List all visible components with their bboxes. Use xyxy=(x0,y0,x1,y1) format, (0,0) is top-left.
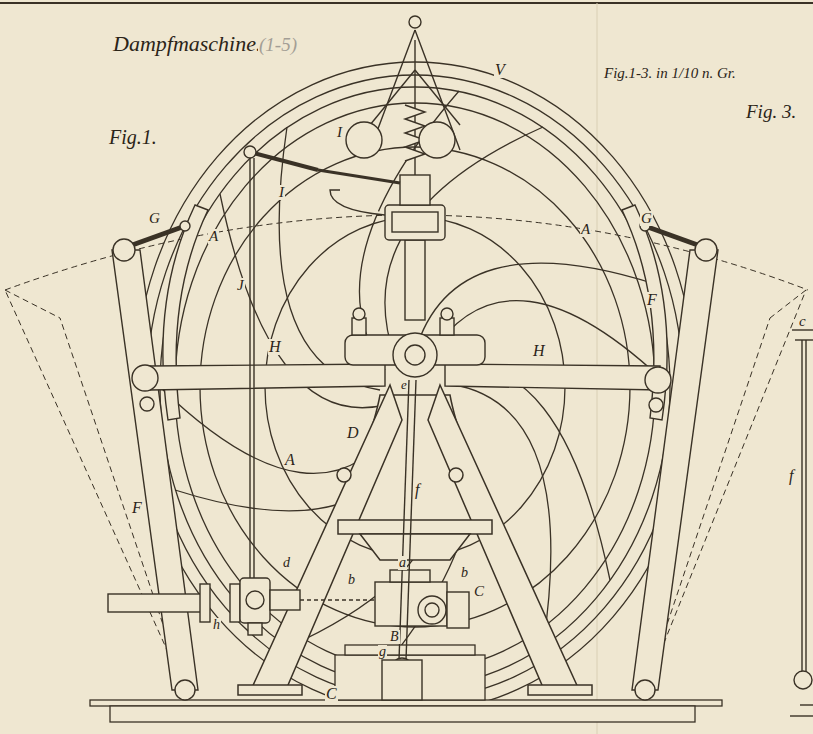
part-letter: V xyxy=(494,62,506,78)
part-letter: D xyxy=(346,425,360,441)
part-letter: b xyxy=(460,566,469,580)
drawing-title: Dampfmaschine. xyxy=(112,33,262,55)
part-letter: g xyxy=(378,645,387,659)
part-letter: d xyxy=(282,556,291,570)
part-letter: G xyxy=(640,211,653,226)
figure-label: Fig. 3. xyxy=(745,102,797,121)
part-letter: b xyxy=(347,573,356,587)
part-letter: C xyxy=(325,686,338,702)
part-letter: I xyxy=(278,185,285,200)
part-letter: J xyxy=(236,278,245,293)
part-letter: F xyxy=(131,500,143,516)
part-letter: I xyxy=(336,125,343,140)
figure-label: Fig.1. xyxy=(108,127,158,147)
part-letter: c xyxy=(798,314,807,329)
part-letter: B xyxy=(389,630,400,644)
part-letter: f xyxy=(414,482,420,498)
part-letter: F xyxy=(646,292,658,308)
sheet-number: (1-5) xyxy=(258,35,298,54)
scale-note: Fig.1-3. in 1/10 n. Gr. xyxy=(603,66,737,81)
governor xyxy=(330,16,460,320)
part-letter: H xyxy=(532,343,546,359)
part-letter: e xyxy=(400,378,408,391)
brake-lever xyxy=(112,205,718,700)
part-letter: H xyxy=(268,339,282,355)
swing-path xyxy=(5,215,808,690)
part-letter: h xyxy=(212,618,221,632)
part-letter: C xyxy=(473,584,485,599)
sheet-border xyxy=(0,2,813,4)
part-letter: G xyxy=(148,211,161,226)
throttle-linkage xyxy=(244,146,400,590)
part-letter: A xyxy=(208,229,219,244)
part-letter: A xyxy=(580,222,591,237)
part-letter: A xyxy=(284,452,296,468)
fig3-fragment xyxy=(790,330,813,716)
part-letter: a xyxy=(398,556,407,570)
main-frame xyxy=(238,385,592,695)
cylinder xyxy=(108,380,469,700)
part-letter: f xyxy=(788,468,794,484)
